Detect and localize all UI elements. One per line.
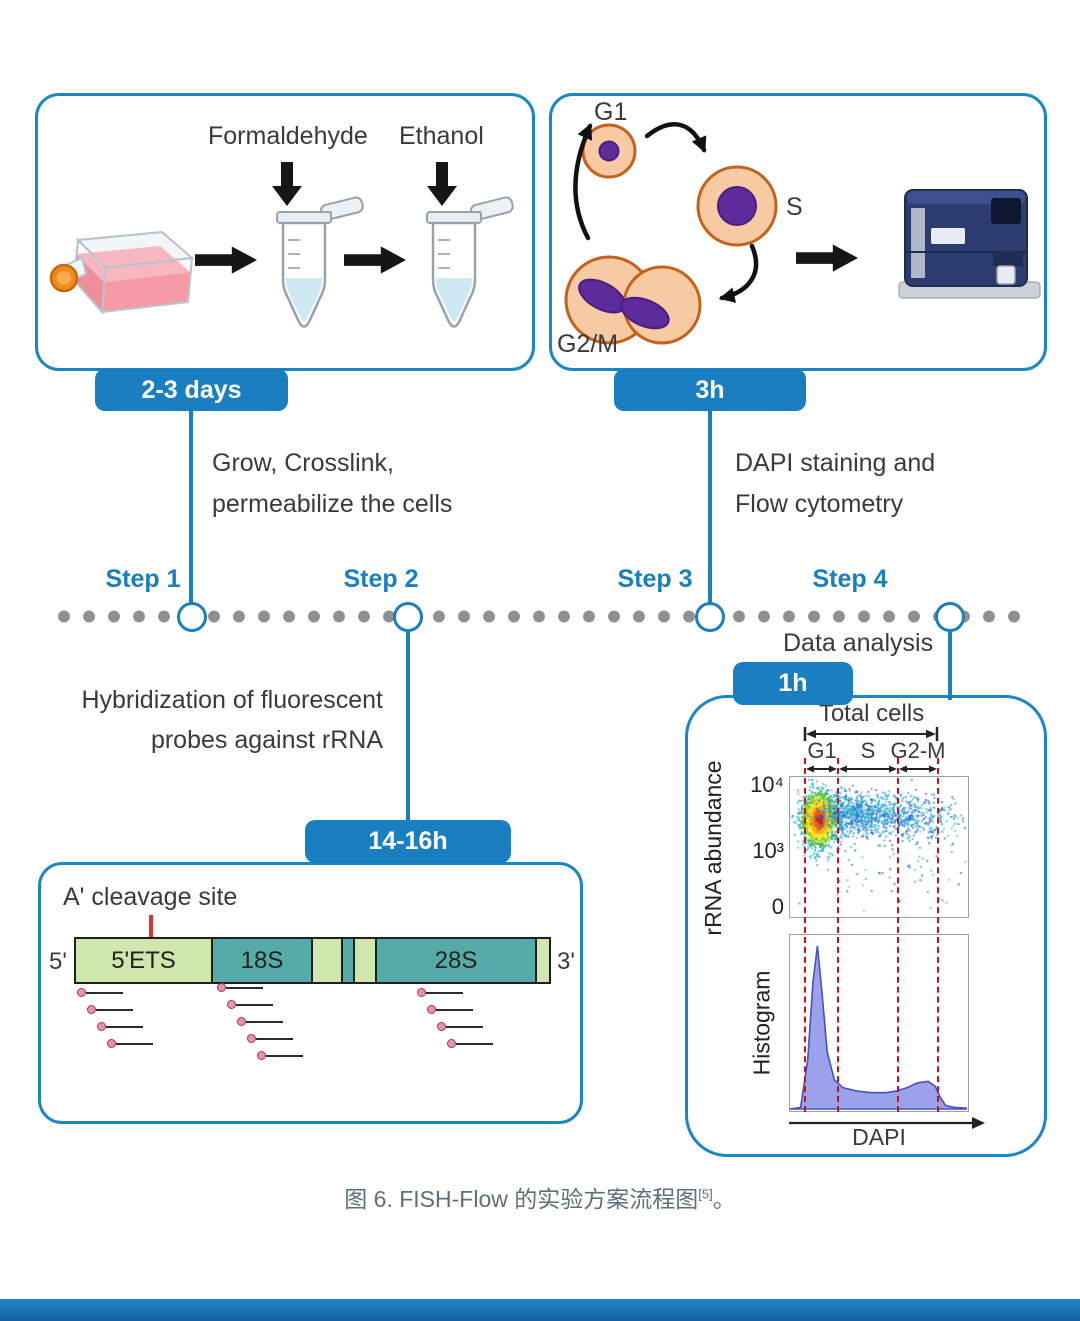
rrna-segment: [341, 939, 353, 982]
gate-dashed-line: [836, 758, 839, 1112]
probe-icon: [97, 1021, 147, 1032]
dapi-caption-line2: Flow cytometry: [735, 490, 904, 518]
formaldehyde-label: Formaldehyde: [208, 122, 368, 150]
gate-dashed-line: [803, 758, 806, 1112]
ytick-0: 0: [771, 894, 784, 919]
probe-icon: [87, 1004, 137, 1015]
connector-step3: [708, 411, 712, 603]
figure-caption-ref: [5]: [698, 1186, 713, 1202]
histogram-plot: [789, 934, 969, 1112]
scatter-plot: [789, 776, 969, 918]
timeline-node-step1: [177, 602, 207, 632]
culture-flask-icon: [49, 230, 194, 315]
rrna-segment: 28S: [375, 939, 535, 982]
analysis-panel: Total cells G1 S G2-M 10⁴ 10³ 0 rRNA abu…: [685, 695, 1047, 1157]
s-label: S: [786, 193, 803, 221]
rrna-segment: 18S: [211, 939, 311, 982]
step-label-2: Step 2: [343, 565, 419, 593]
right-arrow-icon: [195, 246, 257, 274]
region-label-s: S: [860, 738, 876, 763]
figure-caption-text: 图 6. FISH-Flow 的实验方案流程图: [344, 1186, 699, 1212]
duration-badge-step4: 1h: [733, 662, 853, 705]
timeline-node-step2: [393, 602, 423, 632]
microtube-icon: [276, 196, 364, 328]
ethanol-label: Ethanol: [399, 122, 484, 150]
region-label-g1: G1: [807, 738, 837, 763]
region-label-g2m: G2-M: [890, 738, 946, 763]
grow-caption-line1: Grow, Crosslink,: [212, 449, 394, 477]
connector-step4: [948, 632, 952, 700]
dapi-axis-arrow: [789, 1117, 985, 1129]
duration-badge-step1: 2-3 days: [95, 369, 288, 411]
probe-icon: [227, 999, 277, 1010]
step-label-4: Step 4: [812, 565, 888, 593]
cleavage-site-label: A' cleavage site: [63, 883, 238, 911]
g2m-label: G2/M: [557, 330, 619, 358]
cell-cycle-diagram: [564, 121, 778, 345]
three-prime-label: 3': [557, 948, 575, 975]
duration-badge-step2: 14-16h: [305, 820, 511, 863]
hyb-caption-line1: Hybridization of fluorescent: [81, 686, 383, 714]
culture-panel: Formaldehyde Ethanol: [35, 93, 535, 371]
ytick-10e3: 10³: [752, 838, 784, 863]
step-label-3: Step 3: [617, 565, 693, 593]
connector-step1: [189, 411, 193, 603]
right-arrow-icon: [796, 244, 858, 272]
rrna-segment: [353, 939, 375, 982]
connector-step2: [406, 632, 410, 820]
duration-badge-step3: 3h: [614, 369, 806, 411]
gate-dashed-line: [896, 758, 899, 1112]
rrna-abundance-axis-label: rRNA abundance: [700, 760, 726, 936]
flow-cytometer-icon: [898, 189, 1041, 299]
timeline-node-step3: [695, 602, 725, 632]
total-cells-range-arrow: [803, 727, 939, 741]
ytick-10e4: 10⁴: [750, 772, 784, 797]
probe-icon: [427, 1004, 477, 1015]
down-arrow-icon: [427, 162, 457, 206]
rrna-segment: [311, 939, 341, 982]
dapi-caption-line1: DAPI staining and: [735, 449, 936, 477]
microtube-icon: [426, 196, 514, 328]
five-prime-label: 5': [49, 948, 67, 975]
down-arrow-icon: [272, 162, 302, 206]
grow-caption-line2: permeabilize the cells: [212, 490, 453, 518]
probe-icon: [437, 1021, 487, 1032]
cellcycle-panel: G1 S G2/M: [549, 93, 1047, 371]
probe-icon: [417, 987, 467, 998]
probe-icon: [217, 982, 267, 993]
right-arrow-icon: [344, 246, 406, 274]
region-range-arrows: [806, 765, 937, 773]
histogram-axis-label: Histogram: [748, 970, 775, 1076]
rrna-segment: 5'ETS: [76, 939, 211, 982]
figure-caption-period: 。: [712, 1186, 736, 1212]
gate-dashed-line: [936, 758, 939, 1112]
probe-icon: [107, 1038, 157, 1049]
bottom-bar: [0, 1299, 1080, 1321]
hyb-caption-line2: probes against rRNA: [150, 726, 383, 754]
scatter-canvas: [790, 777, 967, 916]
step-label-1: Step 1: [105, 565, 181, 593]
probe-icon: [77, 987, 127, 998]
data-analysis-label: Data analysis: [783, 629, 934, 657]
histogram-area: [790, 945, 967, 1110]
dapi-axis-label: DAPI: [852, 1124, 906, 1150]
probe-icon: [237, 1016, 287, 1027]
g1-label: G1: [594, 98, 628, 126]
rrna-segment: [535, 939, 548, 982]
probe-icon: [247, 1033, 297, 1044]
cleavage-site-tick: [149, 915, 153, 938]
figure-caption: 图 6. FISH-Flow 的实验方案流程图[5]。: [0, 1180, 1080, 1214]
timeline-dots: [58, 610, 1024, 623]
probe-icon: [257, 1050, 307, 1061]
probe-icon: [447, 1038, 497, 1049]
timeline-node-step4: [935, 602, 965, 632]
